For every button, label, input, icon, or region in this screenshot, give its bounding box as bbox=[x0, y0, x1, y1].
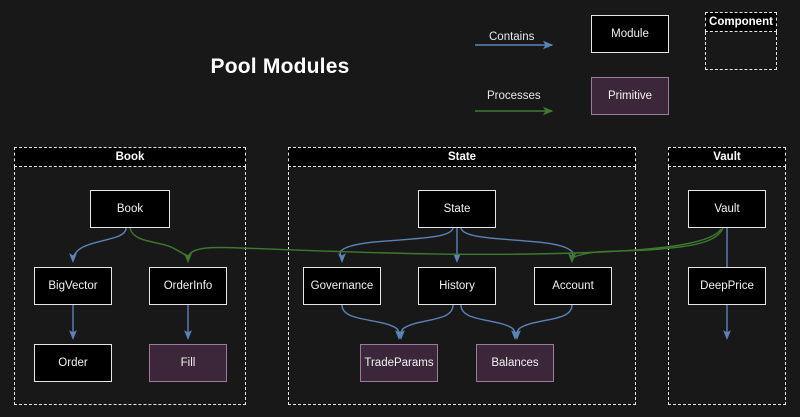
node-label: OrderInfo bbox=[163, 279, 213, 292]
legend-component-header: Component bbox=[705, 12, 777, 32]
legend-module-label: Module bbox=[611, 27, 649, 40]
node-governance[interactable]: Governance bbox=[303, 267, 381, 305]
node-deepprice[interactable]: DeepPrice bbox=[688, 267, 766, 305]
node-tradeparams[interactable]: TradeParams bbox=[360, 344, 438, 382]
group-label: Vault bbox=[713, 151, 741, 163]
node-label: DeepPrice bbox=[700, 279, 754, 292]
node-label: Balances bbox=[491, 356, 539, 369]
node-vault[interactable]: Vault bbox=[688, 190, 766, 228]
node-label: Order bbox=[58, 356, 88, 369]
node-label: BigVector bbox=[48, 279, 98, 292]
legend-component-label: Component bbox=[709, 16, 773, 28]
node-orderinfo[interactable]: OrderInfo bbox=[149, 267, 227, 305]
node-fill[interactable]: Fill bbox=[149, 344, 227, 382]
node-account[interactable]: Account bbox=[534, 267, 612, 305]
group-header-vault: Vault bbox=[668, 147, 786, 167]
node-label: Book bbox=[116, 202, 144, 215]
page-title: Pool Modules bbox=[210, 55, 350, 78]
legend-module-box: Module bbox=[591, 15, 669, 53]
node-balances[interactable]: Balances bbox=[476, 344, 554, 382]
legend-primitive-label: Primitive bbox=[607, 89, 653, 102]
node-label: History bbox=[439, 279, 475, 292]
node-order[interactable]: Order bbox=[34, 344, 112, 382]
node-label: Account bbox=[552, 279, 594, 292]
group-label: Book bbox=[115, 151, 145, 163]
group-header-book: Book bbox=[14, 147, 246, 167]
legend-primitive-box: Primitive bbox=[591, 77, 669, 115]
legend-contains-label: Contains bbox=[489, 31, 535, 43]
group-label: State bbox=[447, 151, 477, 163]
node-label: Governance bbox=[310, 279, 374, 292]
node-label: State bbox=[443, 202, 471, 215]
node-bigvector[interactable]: BigVector bbox=[34, 267, 112, 305]
node-label: TradeParams bbox=[364, 356, 434, 369]
node-book[interactable]: Book bbox=[90, 190, 170, 228]
node-label: Vault bbox=[714, 202, 740, 215]
node-history[interactable]: History bbox=[418, 267, 496, 305]
group-header-state: State bbox=[288, 147, 636, 167]
node-state[interactable]: State bbox=[418, 190, 496, 228]
legend-processes-label: Processes bbox=[487, 90, 541, 102]
node-label: Fill bbox=[180, 356, 196, 369]
